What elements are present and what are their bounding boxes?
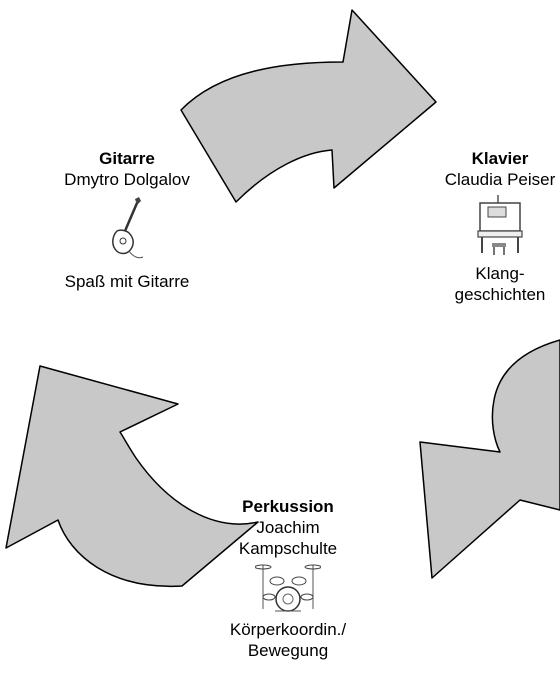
node-caption-line-1: Körperkoordin./ — [229, 620, 347, 639]
guitar-icon — [112, 197, 144, 259]
cycle-arrow-top — [180, 9, 437, 203]
node-caption: Spaß mit Gitarre — [64, 272, 190, 291]
node-teacher: Dmytro Dolgalov — [64, 170, 190, 189]
cycle-arrow-right — [419, 339, 560, 579]
node-title: Klavier — [471, 149, 529, 168]
node-title: Perkussion — [242, 497, 334, 516]
piano-icon — [477, 195, 523, 255]
node-teacher: Claudia Peiser — [444, 170, 556, 189]
node-perkussion: Perkussion Joachim Kampschulte Körperkoo… — [210, 496, 366, 661]
node-teacher-line-1: Joachim — [256, 518, 320, 537]
node-teacher-line-2: Kampschulte — [238, 539, 338, 558]
node-caption-line-1: Klang- — [475, 264, 525, 283]
node-title: Gitarre — [99, 149, 155, 168]
drum-kit-icon — [255, 564, 321, 612]
cycle-arrow-left — [5, 365, 259, 587]
node-klavier: Klavier Claudia Peiser Klang- geschichte… — [410, 148, 560, 305]
node-caption-line-2: Bewegung — [247, 641, 329, 660]
node-caption-line-2: geschichten — [454, 285, 546, 304]
node-gitarre: Gitarre Dmytro Dolgalov Spaß mit Gitarre — [22, 148, 232, 292]
